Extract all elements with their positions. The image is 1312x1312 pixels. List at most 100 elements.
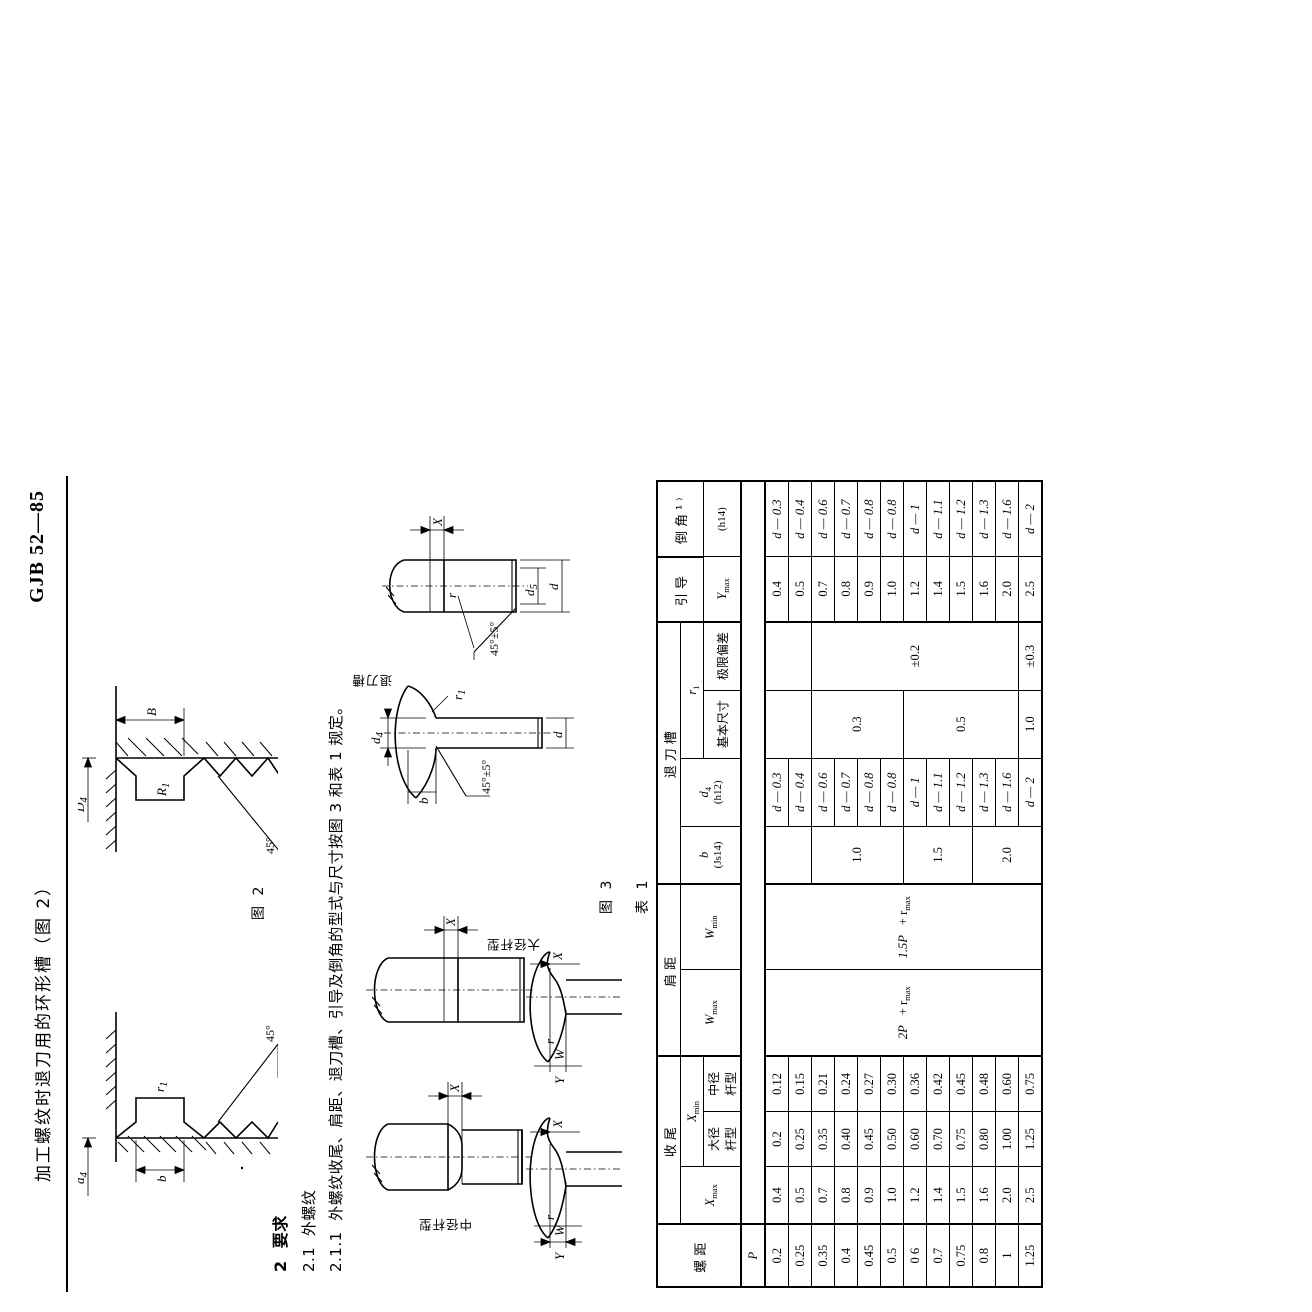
cell-ymax: 1.2 [903,556,927,622]
cell-xmin-major: 0.40 [834,1111,858,1167]
cell-b: 1.5 [903,826,973,885]
cell-d4: d — 1.2 [949,758,973,827]
fig3-label-W-2: W [552,1048,567,1060]
fig2-label-B: B [144,708,159,716]
cell-xmin-major: 0.45 [857,1111,881,1167]
cell-xmin-mid: 0.24 [834,1055,858,1112]
cell-pitch: 0.35 [811,1224,835,1287]
cell-wmax: 2P+ rmax [765,969,1042,1056]
th-chamfer-tol: (h14) [703,481,741,557]
cell-xmin-major: 0.50 [880,1111,904,1167]
th-pitch-symbol: P [741,1224,765,1287]
fig3-label-X-1: X [447,1083,462,1093]
fig3-label-X-5: X [430,517,445,527]
cell-xmin-major: 1.00 [995,1111,1019,1167]
th-d4: d4 (h12) [680,758,741,827]
fig3-label-r-3: r [444,592,459,598]
cell-pitch: 0.7 [926,1224,950,1287]
figure-3: X 中径杆型 X [352,456,622,1312]
cell-chamfer: d — 1.2 [949,481,973,557]
cell-ymax: 0.9 [857,556,881,622]
cell-xmax: 0.8 [834,1166,858,1225]
cell-xmin-mid: 0.15 [788,1055,812,1112]
cell-b [765,826,812,885]
th-wmin: Wmin [680,884,741,970]
cell-d4: d — 0.7 [834,758,858,827]
cell-chamfer: d — 0.3 [765,481,789,557]
clause-number: 2.1.1 [327,1231,345,1272]
figure-3-drawing: X 中径杆型 X [352,516,622,1260]
fig3-label-mid-rod-1: 中径杆型 [418,1217,472,1232]
fig2-label-R1: R1 [154,783,172,797]
cell-xmin-major: 0.2 [765,1111,789,1167]
th-group-runout: 收尾 [657,1055,681,1225]
cell-pitch: 1.25 [1018,1224,1042,1287]
cell-d4: d — 0.4 [788,758,812,827]
cell-r1-limit: ±0.3 [1018,621,1042,691]
subsection-number: 2.1 [300,1246,318,1272]
cell-pitch: 0.25 [788,1224,812,1287]
cell-b: 1.0 [811,826,904,885]
section-title: 要求 [271,1215,290,1249]
fig2-label-r1: r1 [152,1081,170,1092]
cell-chamfer: d — 0.4 [788,481,812,557]
fig3-label-b: b [416,797,431,804]
scanned-page: GJB 52—85 加工螺纹时退刀用的环形槽（图 2） [0,456,1312,1312]
cell-d4: d — 1 [903,758,927,827]
standard-number: GJB 52—85 [26,490,48,603]
cell-ymax: 1.4 [926,556,950,622]
th-xmin-mid: 中径 杆型 [703,1055,741,1112]
th-r1-limit: 极限偏差 [703,621,741,691]
table-caption: 表 1 [635,877,651,914]
cell-xmax: 1.0 [880,1166,904,1225]
cell-d4: d — 1.3 [972,758,996,827]
cell-ymax: 1.5 [949,556,973,622]
fig3-label-d-1: d [550,731,565,738]
cell-xmin-mid: 0.12 [765,1055,789,1112]
fig3-label-major-rod: 大径杆型 [486,937,540,952]
cell-xmin-major: 1.25 [1018,1111,1042,1167]
fig3-label-r1: r1 [450,689,468,700]
cell-ymax: 0.5 [788,556,812,622]
fig2-label-angle2: 45° [263,837,277,854]
cell-ymax: 1.0 [880,556,904,622]
cell-ymax: 0.4 [765,556,789,622]
cell-r1-basic: 0.3 [811,690,904,759]
cell-chamfer: d — 1.3 [972,481,996,557]
header-rule [66,476,68,1292]
cell-r1-basic: 1.0 [1018,690,1042,759]
cell-pitch: 0.75 [949,1224,973,1287]
fig2-label-b: b [154,1175,169,1182]
table-group-header-row: 螺距 收尾 肩距 退刀槽 引导 倒角¹⁾ [657,481,741,1287]
fig3-label-d5: d5 [522,584,540,597]
cell-pitch: 1 [995,1224,1019,1287]
table-container: 螺距 收尾 肩距 退刀槽 引导 倒角¹⁾ Xmax Xmin [656,480,1043,1288]
cell-pitch: 0.4 [834,1224,858,1287]
cell-xmax: 0.4 [765,1166,789,1225]
page-title: 加工螺纹时退刀用的环形槽（图 2） [34,876,54,1182]
cell-xmax: 0.9 [857,1166,881,1225]
figure-2: d4 b r1 45° [78,456,278,1312]
th-pitch-group: 螺距 [657,1224,741,1287]
fig3-label-Y-2: Y [552,1075,567,1084]
cell-xmax: 1.4 [926,1166,950,1225]
page-header: GJB 52—85 加工螺纹时退刀用的环形槽（图 2） [26,456,68,1312]
table-1: 螺距 收尾 肩距 退刀槽 引导 倒角¹⁾ Xmax Xmin [656,480,1043,1288]
cell-chamfer: d — 0.8 [880,481,904,557]
th-r1-basic: 基本尺寸 [703,690,741,759]
fig3-label-undercut: 退刀槽 [352,673,392,688]
cell-b: 2.0 [972,826,1042,885]
cell-ymax: 2.0 [995,556,1019,622]
cell-xmin-major: 0.25 [788,1111,812,1167]
section-heading: 2 要求 [268,482,293,1272]
cell-pitch: 0.5 [880,1224,904,1287]
cell-xmin-mid: 0.21 [811,1055,835,1112]
fig3-label-Y-1: Y [552,1251,567,1260]
fig3-label-X-2: X [443,917,458,927]
cell-xmax: 0.5 [788,1166,812,1225]
